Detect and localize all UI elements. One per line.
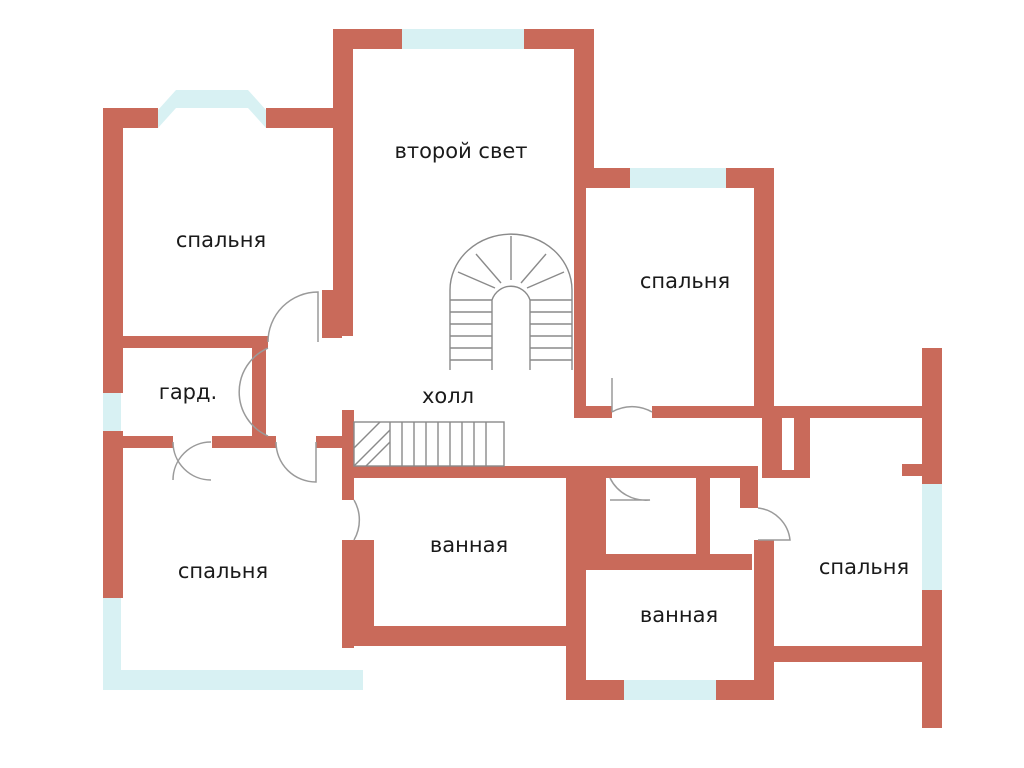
door-wardrobe [172,441,212,481]
label-bathroom-center: ванная [429,533,509,557]
door-top-left-bedroom [267,291,319,343]
window-top-center [402,29,524,49]
label-bedroom-top-left: спальня [175,228,267,252]
window-bay-top-left [158,90,266,128]
label-hall: холл [421,384,475,408]
doors [172,291,791,541]
straight-staircase [353,421,505,467]
label-bedroom-top-right: спальня [639,269,731,293]
windows [103,29,942,700]
window-left-wardrobe [103,393,121,431]
window-bottom-left-horizontal [121,670,363,690]
door-center-bath [353,499,361,541]
window-right [922,484,942,590]
door-hall-left [238,347,269,437]
window-bottom-left-vertical [103,598,121,690]
door-top-right-bedroom [611,378,653,413]
spiral-staircase [449,233,573,370]
door-hall-bottom [275,441,317,483]
label-second-light: второй свет [394,139,528,163]
label-bedroom-bottom-left: спальня [177,559,269,583]
walls [103,29,942,728]
label-wardrobe: гард. [158,380,218,404]
door-small-bath [609,477,651,501]
window-top-right [630,168,726,188]
label-bathroom-bottom: ванная [639,603,719,627]
label-bedroom-right: спальня [818,555,910,579]
door-right-bedroom [757,507,791,541]
window-bottom-center [624,680,716,700]
